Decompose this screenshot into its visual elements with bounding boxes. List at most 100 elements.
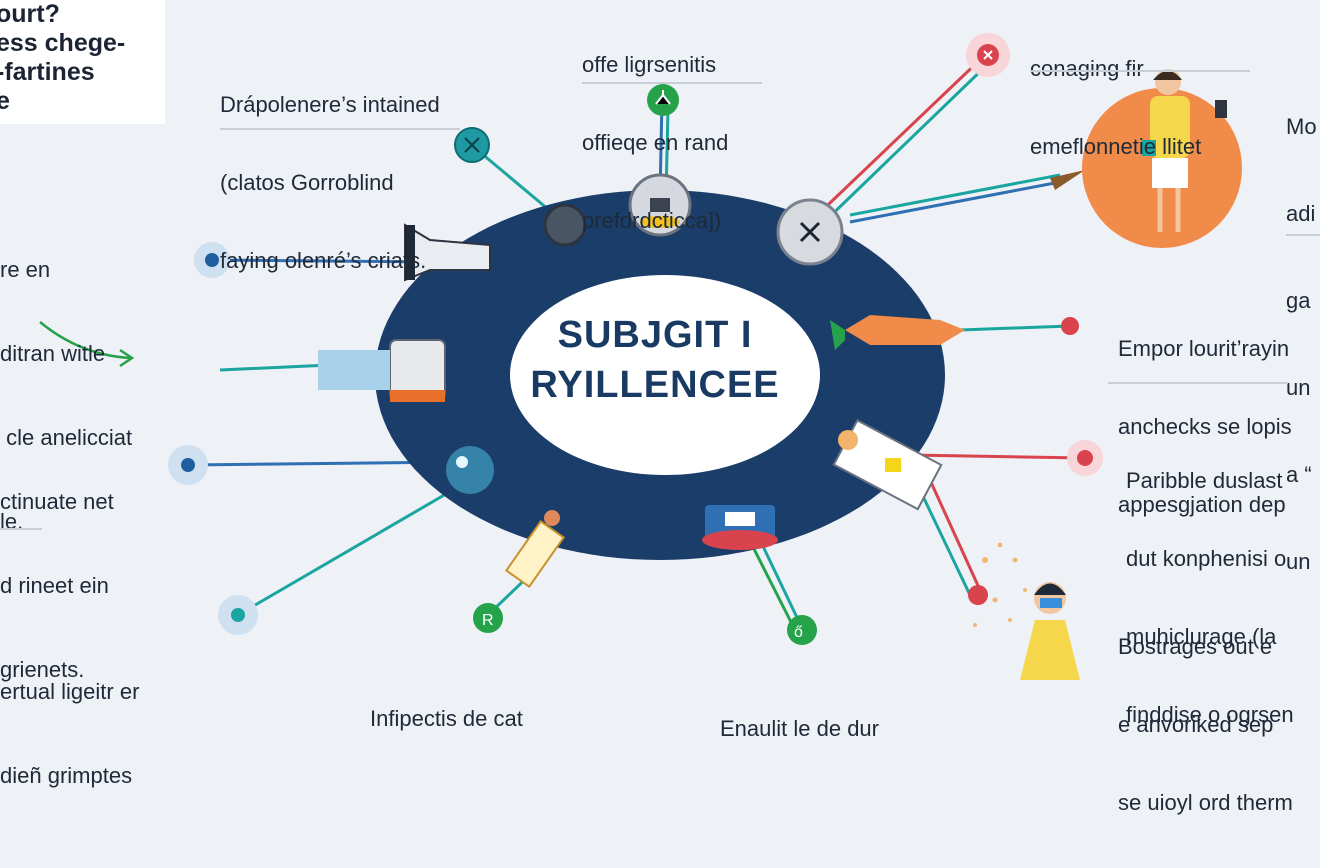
endpoint-right-lower-dot	[968, 585, 988, 605]
infographic-canvas: R ő	[0, 0, 1320, 815]
label-line: grienets.	[0, 657, 85, 682]
corner-heading-box: ourt? ess chege- -fartines e	[0, 0, 165, 124]
fish-icon	[845, 315, 965, 345]
person-lying-icon-head	[544, 510, 560, 526]
label-line: adi	[1286, 201, 1316, 226]
label-line: d rineet ein	[0, 573, 109, 598]
printer-icon-base	[390, 390, 445, 402]
label-line: offieqe en rand	[582, 130, 729, 155]
label-line: appesgjation dep	[1118, 492, 1286, 517]
sparkle-dot-6	[973, 623, 977, 627]
label-line: cle anelicciat	[0, 425, 133, 450]
label-top-left: Drápolenere’s intained (clatos Gorroblin…	[220, 40, 440, 326]
label-line: un	[1286, 375, 1311, 400]
endpoint-left-bottom-dot	[231, 608, 245, 622]
hub-title: SUBJGIT I RYILLENCEE	[495, 310, 815, 410]
label-bottom-center-right: Enaulit le de dur	[720, 664, 879, 794]
divider	[1108, 382, 1288, 384]
bulb-icon-glow	[456, 456, 468, 468]
bag-icon	[1142, 140, 1156, 156]
label-line: le.	[0, 509, 24, 534]
label-line: emeflonnetie llitet	[1030, 134, 1202, 159]
spoke-right-lower-b	[918, 489, 972, 596]
label-bottom-center-left: Infipectis de cat	[370, 654, 523, 784]
spoke-left-upper	[211, 258, 441, 264]
mask-icon	[1040, 598, 1062, 608]
label-line: faying olenré’s criats.	[220, 248, 427, 273]
label-line: prefdrdcticca])	[582, 208, 722, 233]
label-line: ertual ligeitr er	[0, 679, 140, 704]
spoke-top-left-node	[474, 146, 556, 217]
label-line: re en	[0, 257, 51, 282]
endpoint-right-upper-dot	[1061, 317, 1079, 335]
divider	[582, 82, 762, 84]
corner-heading-line: -fartines	[0, 58, 95, 86]
spoke-top-right-node-b	[816, 60, 992, 230]
label-right-upper: Empor lourit’rayin anchecks se lopis app…	[1118, 284, 1292, 570]
sparkle-dot-5	[1008, 618, 1012, 622]
spoke-bottom-right	[758, 539, 804, 629]
label-line: (clatos Gorroblind	[220, 170, 394, 195]
label-line: a “	[1286, 462, 1312, 487]
label-line: Enaulit le de dur	[720, 716, 879, 741]
sparkle-dot-1	[982, 557, 988, 563]
bed-icon-pillow	[838, 430, 858, 450]
corner-heading-line: ess chege-	[0, 29, 126, 57]
label-line: ditran witle	[0, 341, 106, 366]
spoke-bottom-right-b	[750, 544, 797, 631]
label-line: Drápolenere’s intained	[220, 92, 440, 117]
label-line: muhiclurage (la	[1126, 624, 1277, 649]
label-right-lower: Bostrages out e e anvoriked sep se uioyl…	[1118, 582, 1293, 868]
sparkle-dot-4	[992, 597, 998, 603]
label-left-lower: ertual ligeitr er dieñ grimptes	[0, 622, 139, 846]
label-line: un	[1286, 549, 1311, 574]
label-line: Mo	[1286, 114, 1317, 139]
person-lying-icon	[504, 520, 566, 588]
spoke-right-tool-a	[849, 173, 1061, 217]
child-hair	[1034, 583, 1066, 595]
corner-heading-line: e	[0, 87, 10, 115]
label-line: dut konphenisi o	[1126, 546, 1287, 571]
spoke-left-bottom	[237, 478, 471, 617]
person-shirt	[1150, 96, 1190, 158]
megaphone-icon-body	[405, 225, 415, 280]
child-illustration	[973, 542, 1080, 680]
endpoint-right-middle-dot	[1077, 450, 1093, 466]
person-phone-illustration	[1082, 69, 1242, 248]
bulb-icon	[446, 446, 494, 494]
green-node-bottom-left-glyph: R	[482, 612, 494, 629]
label-left-upper: re en ditran witle cle anelicciat le.	[0, 200, 132, 592]
arrow-icon	[39, 321, 131, 360]
label-line: se uioyl ord therm	[1118, 790, 1293, 815]
label-line: Infipectis de cat	[370, 706, 523, 731]
fish-icon-tail	[830, 320, 845, 350]
arrow-head-icon	[119, 348, 135, 368]
label-line: conaging fir	[1030, 56, 1144, 81]
document-icon	[318, 350, 390, 390]
divider	[0, 528, 42, 530]
close-icon-top-right-mark	[983, 50, 993, 60]
spoke-right-middle	[909, 453, 1086, 460]
runner-icon-top-center-mark	[655, 90, 671, 105]
tool-icon-top-left-mark	[464, 137, 480, 153]
label-line: Paribble duslast	[1126, 468, 1283, 493]
pen-icon	[1050, 170, 1085, 190]
green-node-bottom-right	[787, 615, 817, 645]
divider	[1030, 70, 1250, 72]
icon-nodes: R ő	[318, 47, 1085, 645]
label-line: ctinuate net	[0, 489, 114, 514]
cancel-icon-mark	[799, 221, 821, 243]
hub-title-line-2: RYILLENCEE	[530, 364, 780, 406]
child-dress	[1020, 620, 1080, 680]
label-line: e anvoriked sep	[1118, 712, 1274, 737]
bed-icon-badge	[885, 458, 901, 472]
label-line: offe ligrsenitis	[582, 52, 717, 77]
person-hair	[1153, 71, 1182, 80]
spoke-right-upper	[959, 324, 1071, 332]
label-top-right: conaging fir emeflonnetie llitet	[1030, 4, 1201, 212]
spoke-top-right-node-a	[808, 53, 987, 224]
endpoint-left-upper-dot	[205, 253, 219, 267]
label-line: Empor lourit’rayin	[1118, 336, 1290, 361]
green-node-bottom-right-glyph: ő	[794, 624, 803, 641]
spoke-left-middle	[219, 363, 331, 372]
